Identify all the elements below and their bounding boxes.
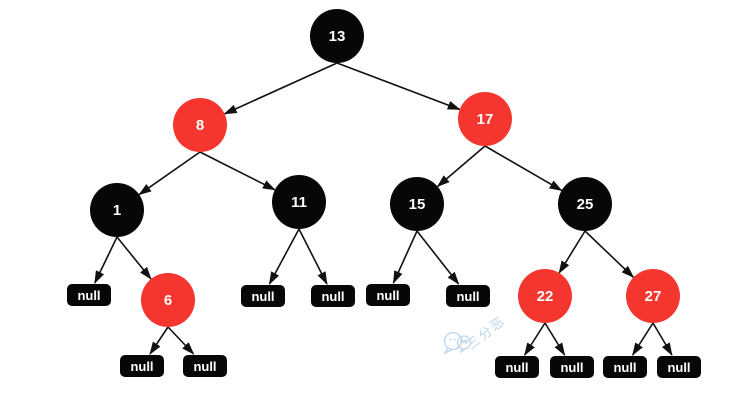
tree-edge-n8-n11 (199, 151, 276, 191)
tree-node-15: 15 (390, 177, 444, 231)
tree-edge-n22-null-22R (544, 322, 566, 356)
null-leaf-null-6L: null (120, 355, 164, 377)
null-box (366, 284, 410, 306)
null-label: null (321, 289, 344, 304)
null-box (603, 356, 647, 378)
tree-edge-n27-null-27R (652, 322, 673, 356)
null-leaf-null-11R: null (311, 285, 355, 307)
red-node-circle (141, 273, 195, 327)
tree-edge-n25-n27 (584, 230, 635, 279)
tree-edge-n17-n25 (484, 145, 563, 192)
red-node-circle (458, 92, 512, 146)
null-box (183, 355, 227, 377)
tree-edge-n6-null-6R (167, 326, 195, 355)
node-value-label: 17 (477, 111, 494, 128)
tree-edge-n13-n17 (336, 62, 461, 111)
null-leaf-null-6R: null (183, 355, 227, 377)
tree-edge-n11-null-11L (268, 228, 300, 285)
tree-edge-n15-null-15R (416, 230, 460, 285)
tree-node-13: 13 (310, 9, 364, 63)
null-label: null (667, 360, 690, 375)
tree-node-25: 25 (558, 177, 612, 231)
null-box (446, 285, 490, 307)
tree-edge-n22-null-22L (523, 322, 546, 356)
null-label: null (505, 360, 528, 375)
black-node-circle (558, 177, 612, 231)
tree-edge-n11-null-11R (298, 228, 328, 285)
tree-node-8: 8 (173, 98, 227, 152)
null-leaf-null-1L: null (67, 284, 111, 306)
tree-edge-n17-n15 (436, 145, 486, 188)
node-value-label: 1 (113, 202, 121, 219)
node-value-label: 13 (329, 28, 346, 45)
null-box (311, 285, 355, 307)
null-label: null (130, 359, 153, 374)
red-node-circle (518, 269, 572, 323)
null-box (495, 356, 539, 378)
chat-bubbles-icon (443, 331, 472, 355)
null-leaf-null-27L: null (603, 356, 647, 378)
black-node-circle (90, 183, 144, 237)
null-leaf-null-27R: null (657, 356, 701, 378)
red-node-circle (626, 269, 680, 323)
null-box (67, 284, 111, 306)
black-node-circle (390, 177, 444, 231)
null-label: null (376, 288, 399, 303)
null-box (657, 356, 701, 378)
tree-edge-n1-n6 (116, 236, 152, 280)
black-node-circle (272, 175, 326, 229)
tree-edge-n27-null-27L (631, 322, 654, 356)
watermark-text: 三分恶 (464, 313, 509, 353)
null-label: null (77, 288, 100, 303)
tree-edge-n25-n22 (558, 230, 586, 274)
tree-node-11: 11 (272, 175, 326, 229)
null-leaf-null-22R: null (550, 356, 594, 378)
node-value-label: 6 (164, 292, 172, 309)
tree-node-6: 6 (141, 273, 195, 327)
null-label: null (560, 360, 583, 375)
tree-node-27: 27 (626, 269, 680, 323)
tree-node-17: 17 (458, 92, 512, 146)
tree-node-1: 1 (90, 183, 144, 237)
node-value-label: 22 (537, 288, 554, 305)
node-value-label: 25 (577, 196, 594, 213)
node-value-label: 8 (196, 117, 204, 134)
null-box (550, 356, 594, 378)
watermark: 三分恶 (443, 313, 509, 355)
node-value-label: 11 (291, 194, 307, 211)
tree-edge-n1-null-1L (94, 236, 118, 284)
null-leaf-null-22L: null (495, 356, 539, 378)
tree-edge-n6-null-6L (149, 326, 169, 355)
node-value-label: 15 (409, 196, 426, 213)
null-label: null (456, 289, 479, 304)
null-leaf-null-11L: null (241, 285, 285, 307)
null-leaf-null-15L: null (366, 284, 410, 306)
null-label: null (193, 359, 216, 374)
null-box (241, 285, 285, 307)
null-leaf-null-15R: null (446, 285, 490, 307)
null-box (120, 355, 164, 377)
node-value-label: 27 (645, 288, 662, 305)
red-node-circle (173, 98, 227, 152)
black-node-circle (310, 9, 364, 63)
null-label: null (251, 289, 274, 304)
tree-edge-n15-null-15L (392, 230, 418, 284)
tree-node-22: 22 (518, 269, 572, 323)
null-label: null (613, 360, 636, 375)
tree-edge-n8-n1 (138, 151, 201, 196)
tree-edge-n13-n8 (223, 62, 338, 115)
